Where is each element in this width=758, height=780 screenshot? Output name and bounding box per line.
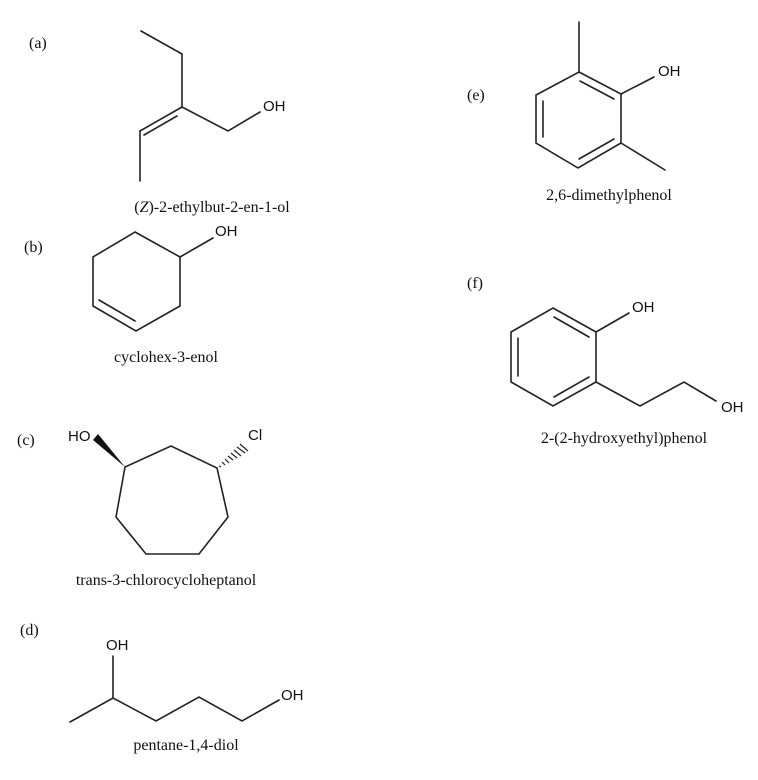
compound-name: 2,6-dimethylphenol [546,187,672,204]
compound-name: (Z)-2-ethylbut-2-en-1-ol [134,199,290,216]
compound-name: pentane-1,4-diol [133,737,239,754]
atom-label: OH [106,637,129,654]
compound-label: (d) [20,622,39,639]
atom-label: OH [632,299,655,316]
compound-name: cyclohex-3-enol [114,349,219,366]
compound-label: (a) [29,35,47,52]
skeletal-structure [93,434,249,555]
atom-label: OH [721,399,744,416]
compound-b: (b) OH cyclohex-3-enol [24,223,238,366]
skeletal-structure [69,655,280,723]
wedge-bond [93,434,125,467]
atom-label: OH [281,687,304,704]
compound-label: (f) [467,275,483,292]
hash-bond [218,443,249,468]
compound-c: (c) HO Cl trans-3-chlorocycloheptanol [17,427,262,589]
compound-label: (c) [17,432,35,449]
atom-label: HO [68,428,91,445]
atom-label: OH [658,63,681,80]
compound-a: (a) OH (Z)-2-ethylbut-2-en-1-ol [29,30,290,216]
compound-f: (f) OH OH 2-(2-hydroxyethyl)phenol [467,275,744,447]
compound-e: (e) OH 2,6-dimethylphenol [467,21,681,204]
skeletal-structure [92,231,214,332]
compound-name: trans-3-chlorocycloheptanol [76,572,257,589]
compound-label: (e) [467,87,485,104]
compound-name: 2-(2-hydroxyethyl)phenol [541,430,708,447]
compound-d: (d) OH OH pentane-1,4-diol [20,622,304,754]
atom-label: OH [263,98,286,115]
compound-label: (b) [24,239,43,256]
skeletal-structure [139,30,261,182]
atom-label: Cl [248,427,262,444]
skeletal-structure [510,307,717,407]
skeletal-structure [535,21,666,171]
atom-label: OH [215,223,238,240]
